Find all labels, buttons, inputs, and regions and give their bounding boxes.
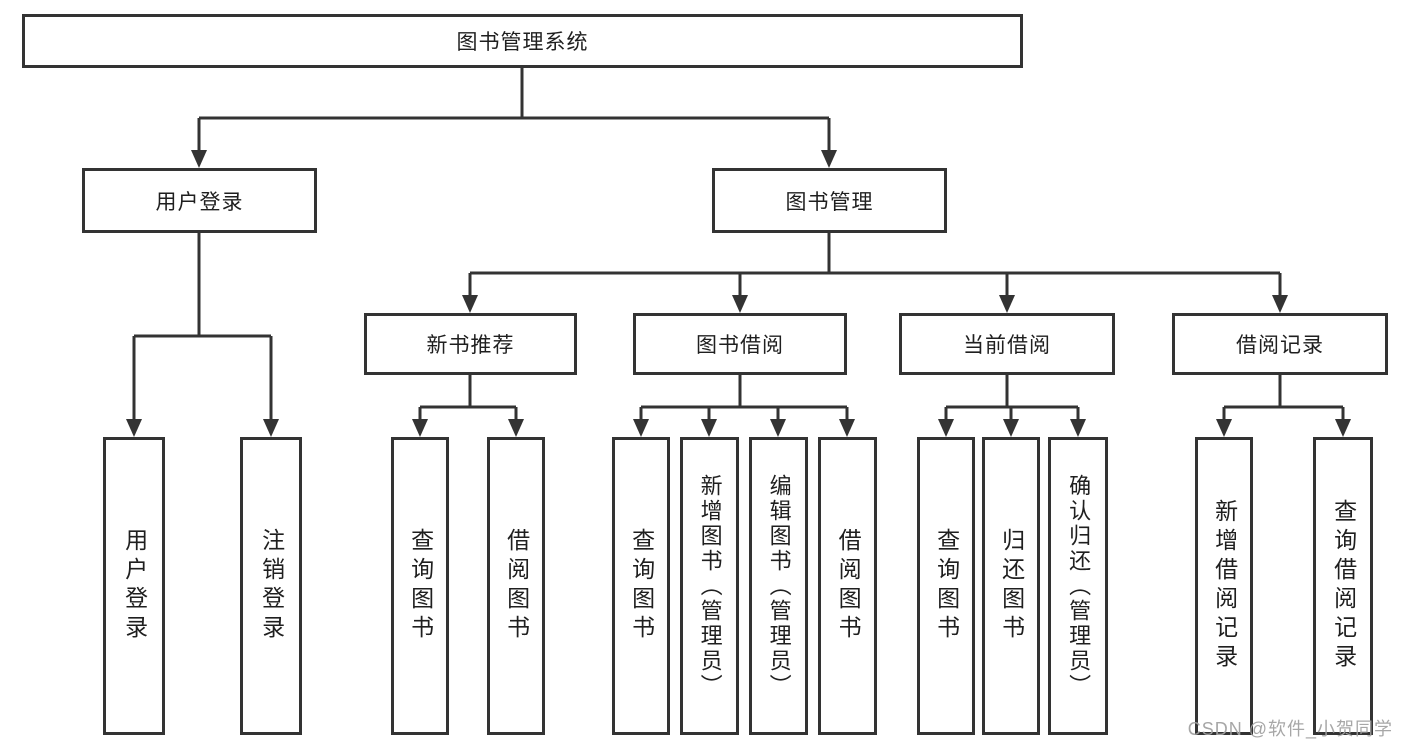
leaf-user-login: 用户登录 <box>103 437 165 735</box>
node-current-borrowing: 当前借阅 <box>899 313 1115 375</box>
leaf-borrowing-edit-books-admin: 编辑图书（管理员） <box>749 437 808 735</box>
leaf-current-return-books: 归还图书 <box>982 437 1040 735</box>
node-borrowing-records: 借阅记录 <box>1172 313 1388 375</box>
csdn-watermark: CSDN @软件_小贺同学 <box>1187 719 1393 739</box>
node-book-borrowing: 图书借阅 <box>633 313 847 375</box>
node-book-management: 图书管理 <box>712 168 947 233</box>
node-new-book-recommend: 新书推荐 <box>364 313 577 375</box>
node-root: 图书管理系统 <box>22 14 1023 68</box>
leaf-records-add-record: 新增借阅记录 <box>1195 437 1253 735</box>
leaf-borrowing-query-books: 查询图书 <box>612 437 670 735</box>
leaf-current-confirm-return-admin: 确认归还（管理员） <box>1048 437 1108 735</box>
leaf-newbook-borrow-books: 借阅图书 <box>487 437 545 735</box>
node-user-login: 用户登录 <box>82 168 317 233</box>
leaf-current-query-books: 查询图书 <box>917 437 975 735</box>
leaf-records-query-record: 查询借阅记录 <box>1313 437 1373 735</box>
leaf-borrowing-borrow-books: 借阅图书 <box>818 437 877 735</box>
leaf-newbook-query-books: 查询图书 <box>391 437 449 735</box>
leaf-logout: 注销登录 <box>240 437 302 735</box>
leaf-borrowing-add-books-admin: 新增图书（管理员） <box>680 437 739 735</box>
